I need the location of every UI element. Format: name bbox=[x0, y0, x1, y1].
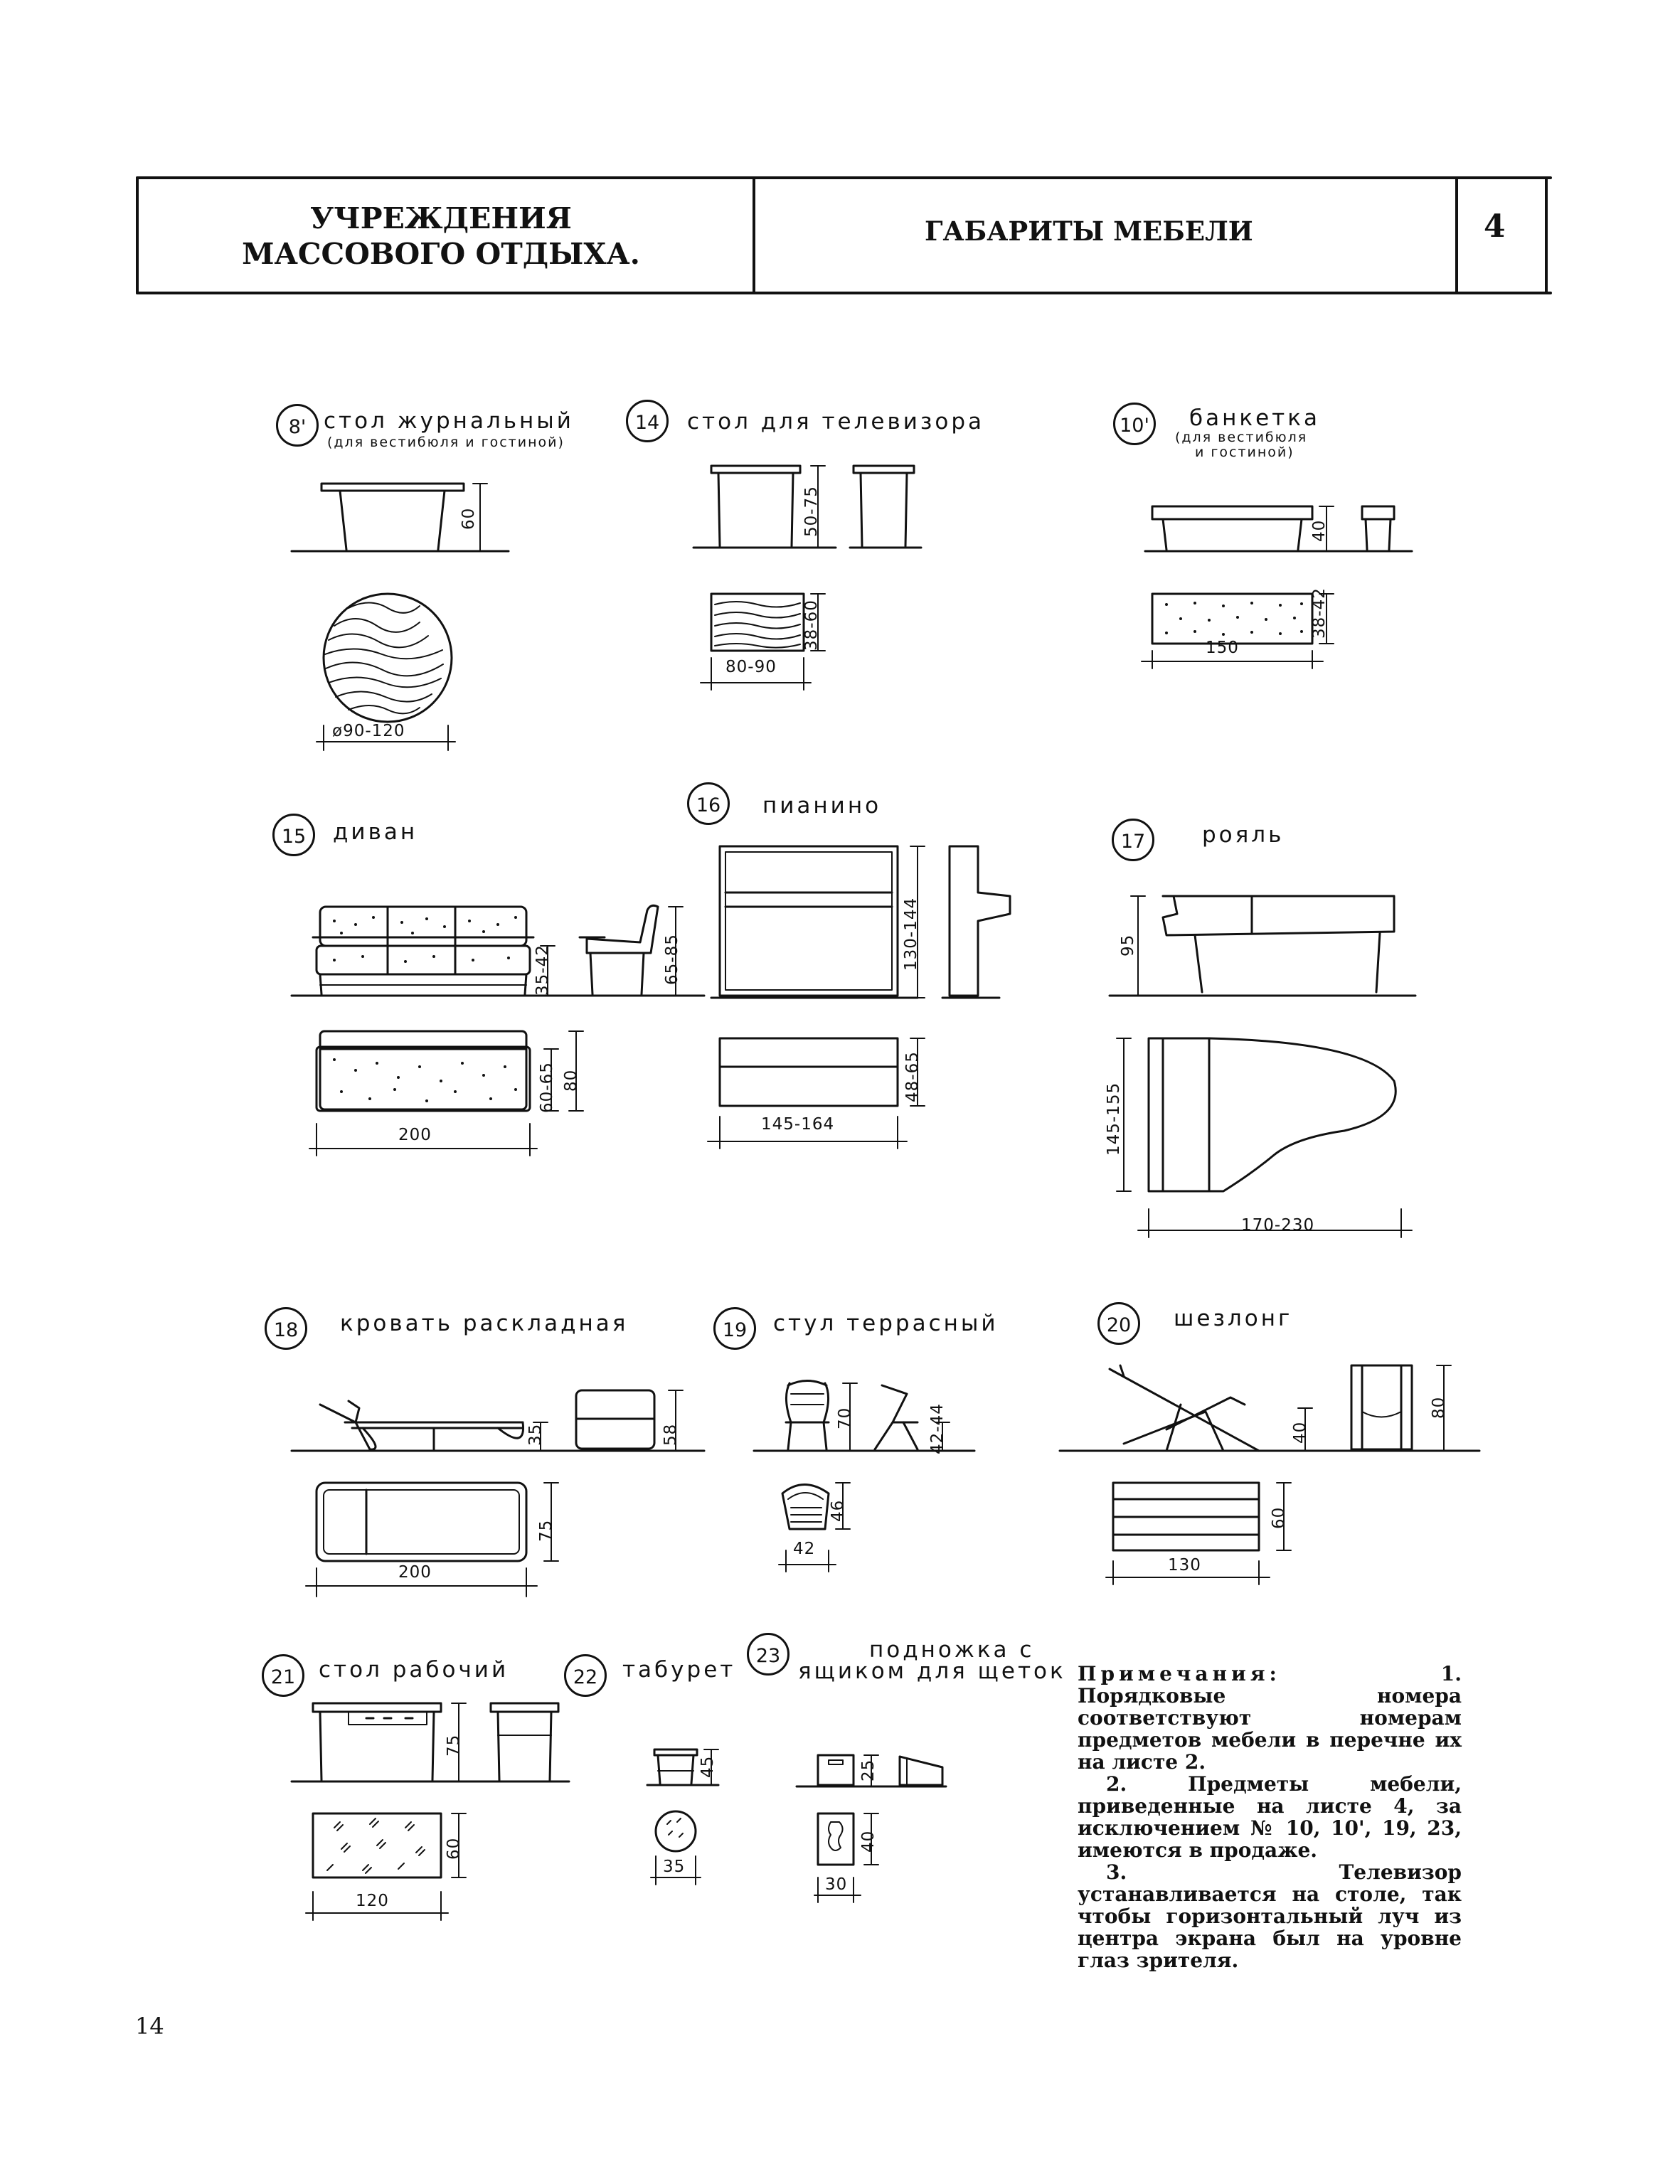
item-number-10: 10' bbox=[1113, 403, 1156, 445]
dim-10-w: 150 bbox=[1206, 639, 1239, 657]
item-title-20: шезлонг bbox=[1174, 1306, 1293, 1331]
item-number-19: 19 bbox=[713, 1307, 756, 1350]
item-title-21: стол рабочий bbox=[319, 1657, 509, 1683]
dim-15-d2: 80 bbox=[562, 1069, 580, 1092]
item-number-17: 17 bbox=[1112, 819, 1154, 861]
note-3: 3. Телевизор устанавливается на столе, т… bbox=[1078, 1860, 1462, 1972]
header-left-title: УЧРЕЖДЕНИЯ МАССОВОГО ОТДЫХА. bbox=[228, 201, 654, 272]
item-number-14: 14 bbox=[626, 400, 669, 442]
dim-20-w: 130 bbox=[1168, 1556, 1201, 1575]
dim-16-d: 48-65 bbox=[903, 1051, 922, 1102]
dim-20-d: 60 bbox=[1270, 1506, 1288, 1529]
item-title-23a: подножка с bbox=[869, 1637, 1035, 1663]
folding-bed-drawing bbox=[290, 1389, 706, 1597]
terrace-chair-drawing bbox=[753, 1380, 976, 1572]
grand-piano-drawing bbox=[1108, 895, 1417, 1238]
sofa-drawing bbox=[290, 904, 706, 1156]
footrest-drawing bbox=[795, 1754, 947, 1903]
dim-14-h: 50-75 bbox=[802, 486, 821, 537]
work-table-drawing bbox=[290, 1702, 570, 1921]
dim-21-h: 75 bbox=[445, 1734, 463, 1757]
dim-20-h2: 80 bbox=[1430, 1396, 1448, 1419]
item-title-10: банкетка bbox=[1189, 405, 1320, 431]
dim-15-h2: 65-85 bbox=[663, 934, 681, 985]
dim-18-w: 200 bbox=[398, 1563, 432, 1582]
dim-20-h1: 40 bbox=[1291, 1421, 1309, 1444]
item-title-22: табурет bbox=[622, 1657, 736, 1683]
note-1: 1. Порядковые номера соответствуют номер… bbox=[1078, 1662, 1462, 1774]
notes-title: Примечания: bbox=[1078, 1662, 1281, 1685]
dim-8-h: 60 bbox=[459, 507, 478, 530]
sheet-number: 4 bbox=[1484, 208, 1506, 245]
item-number-16: 16 bbox=[687, 782, 730, 825]
item-title-15: диван bbox=[333, 819, 418, 845]
dim-21-d: 60 bbox=[445, 1837, 463, 1860]
item-sub-10b: и гостиной) bbox=[1195, 444, 1294, 460]
item-sub-8: (для вестибюля и гостиной) bbox=[327, 435, 565, 450]
notes-block: Примечания: 1. Порядковые номера соответ… bbox=[1078, 1663, 1462, 1971]
dim-14-w: 80-90 bbox=[725, 658, 777, 676]
item-title-23b: ящиком для щеток bbox=[798, 1658, 1066, 1684]
dim-21-w: 120 bbox=[356, 1892, 389, 1910]
dim-19-w: 42 bbox=[793, 1540, 816, 1558]
item-number-22: 22 bbox=[564, 1654, 607, 1697]
item-sub-10a: (для вестибюля bbox=[1175, 430, 1308, 445]
tv-table-drawing bbox=[692, 464, 923, 691]
header-frame bbox=[136, 176, 1552, 294]
dim-8-d: ø90-120 bbox=[332, 722, 405, 740]
dim-19-h2: 42-44 bbox=[928, 1403, 947, 1454]
item-title-16: пианино bbox=[762, 793, 882, 819]
deckchair-drawing bbox=[1058, 1364, 1481, 1585]
dim-16-w: 145-164 bbox=[761, 1115, 835, 1134]
item-title-18: кровать раскладная bbox=[340, 1311, 629, 1336]
dim-16-h: 130-144 bbox=[902, 897, 920, 971]
dim-18-h2: 58 bbox=[661, 1423, 680, 1446]
item-title-8: стол журнальный bbox=[324, 408, 574, 434]
item-number-15: 15 bbox=[272, 814, 315, 856]
dim-22-w: 35 bbox=[663, 1858, 686, 1876]
stool-drawing bbox=[646, 1748, 720, 1885]
header-left-line1: УЧРЕЖДЕНИЯ bbox=[310, 201, 572, 235]
dim-19-d: 46 bbox=[829, 1499, 847, 1522]
dim-17-w: 170-230 bbox=[1241, 1216, 1315, 1235]
note-2: 2. Предметы мебели, приведенные на листе… bbox=[1078, 1772, 1462, 1862]
dim-10-d: 38-42 bbox=[1310, 587, 1329, 639]
header-left-line2: МАССОВОГО ОТДЫХА. bbox=[242, 237, 640, 271]
piano-drawing bbox=[707, 845, 1011, 1149]
dim-15-h1: 35-42 bbox=[533, 944, 552, 996]
item-number-18: 18 bbox=[265, 1307, 307, 1350]
item-number-20: 20 bbox=[1097, 1302, 1140, 1345]
dim-23-w: 30 bbox=[825, 1875, 848, 1894]
dim-22-h: 45 bbox=[698, 1755, 717, 1778]
item-title-19: стул террасный bbox=[773, 1311, 999, 1336]
item-number-23: 23 bbox=[747, 1633, 790, 1676]
item-title-17: рояль bbox=[1202, 822, 1285, 848]
bench-drawing bbox=[1141, 505, 1413, 669]
dim-17-h: 95 bbox=[1119, 934, 1137, 957]
dim-10-h: 40 bbox=[1310, 519, 1329, 542]
header-center-title: ГАБАРИТЫ МЕБЕЛИ bbox=[925, 215, 1253, 247]
dim-18-d: 75 bbox=[537, 1519, 555, 1542]
dim-15-d1: 60-65 bbox=[538, 1062, 556, 1113]
dim-23-h2: 40 bbox=[859, 1830, 878, 1853]
dim-15-w: 200 bbox=[398, 1126, 432, 1144]
dim-14-d: 38-60 bbox=[802, 600, 821, 651]
page-number: 14 bbox=[135, 2013, 164, 2040]
item-number-21: 21 bbox=[262, 1654, 304, 1697]
item-title-14: стол для телевизора bbox=[687, 409, 985, 435]
item-number-8: 8' bbox=[276, 404, 319, 447]
dim-17-d: 145-155 bbox=[1105, 1082, 1123, 1156]
dim-19-h1: 70 bbox=[836, 1407, 854, 1429]
dim-23-h1: 25 bbox=[859, 1759, 878, 1781]
dim-18-h1: 35 bbox=[526, 1423, 545, 1446]
coffee-table-drawing bbox=[290, 482, 510, 751]
